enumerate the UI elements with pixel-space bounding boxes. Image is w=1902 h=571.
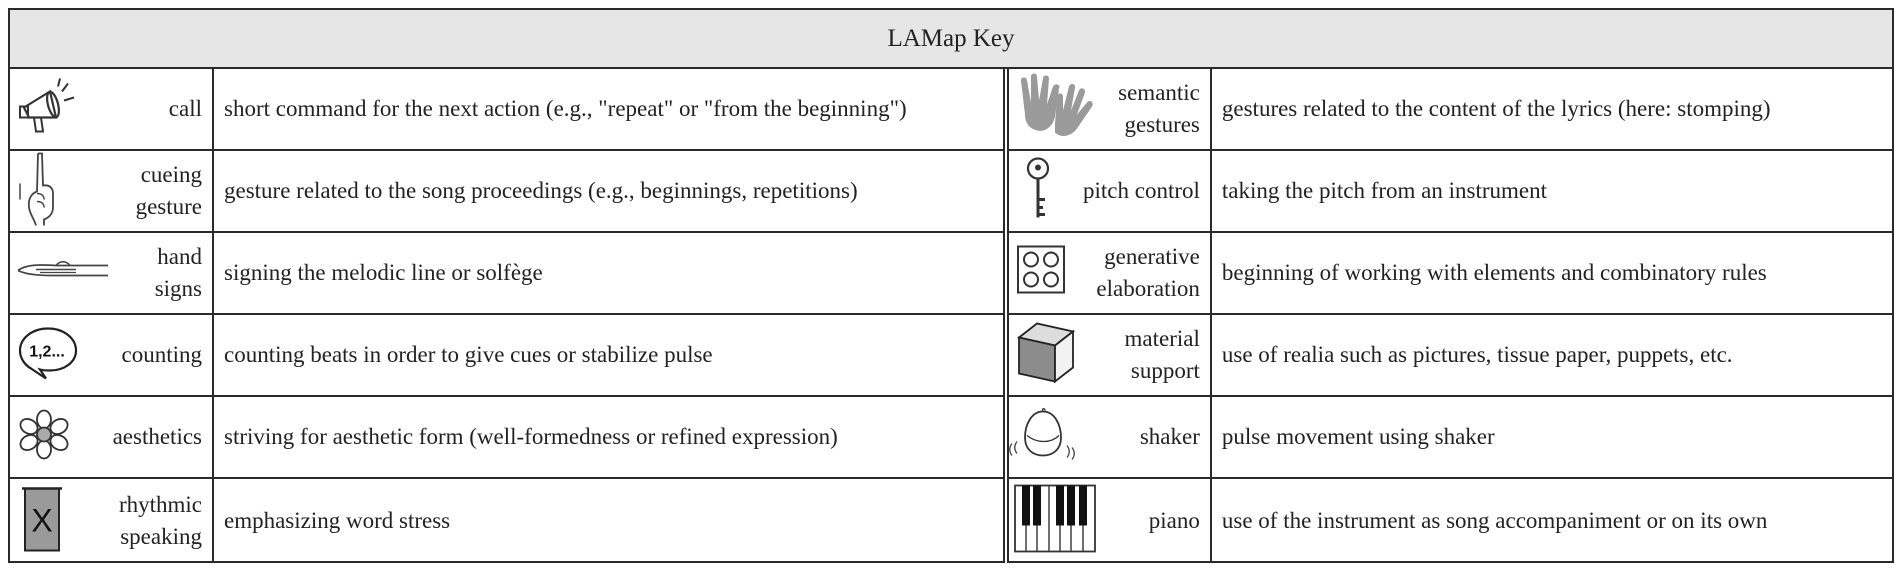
key-label: call [168,96,202,121]
raised-finger-icon [16,152,66,231]
four-circles-icon [1015,244,1069,303]
flat-hand-icon [16,251,116,296]
key-description: pulse movement using shaker [1221,424,1495,449]
key-description: gestures related to the content of the l… [1221,96,1771,121]
key-description: use of realia such as pictures, tissue p… [1221,342,1733,367]
speech-bubble-text: 1,2... [29,344,65,361]
flower-icon [16,407,72,468]
key-description: counting beats in order to give cues or … [224,342,713,367]
key-row-piano: piano use of the instrument as song acco… [1009,479,1892,563]
key-description: short command for the next action (e.g.,… [224,96,907,121]
key-cell: 1,2... counting [10,315,214,395]
key-label: aesthetics [112,424,202,449]
key-label: counting [121,342,203,367]
speech-bubble-icon: 1,2... [16,325,80,386]
key-description: taking the pitch from an instrument [1221,178,1548,203]
x-box-icon: X [16,483,66,560]
key-label: shaker [1139,424,1200,449]
key-row-aesthetics: aesthetics striving for aesthetic form (… [10,397,1003,479]
key-description: striving for aesthetic form (well-formed… [224,424,838,449]
key-cell: pitch control [1009,151,1212,231]
key-cell: aesthetics [10,397,214,477]
table-body: call short command for the next action (… [10,69,1893,563]
key-cell: call [10,69,214,149]
two-hands-icon [1015,71,1095,148]
key-description: signing the melodic line or solfège [224,260,543,285]
piano-keys-icon [1013,484,1097,559]
key-row-counting: 1,2... counting counting beats in order … [10,315,1003,397]
lamap-key-table: LAMap Key [8,8,1894,563]
key-description: beginning of working with elements and c… [1221,260,1767,285]
table-title: LAMap Key [10,10,1892,69]
key-row-pitch-control: pitch control taking the pitch from an i… [1008,151,1893,233]
key-row-shaker: shaker pulse movement using shaker [1008,397,1893,479]
key-label: piano [1148,508,1200,533]
key-cell: piano [1009,479,1212,563]
key-cell: shaker [1008,397,1212,477]
key-description: gesture related to the song proceedings … [224,178,858,203]
key-label: pitch control [1083,178,1200,203]
megaphone-icon [16,74,82,145]
shaker-icon [1008,406,1075,469]
key-description: use of the instrument as song accompanim… [1221,508,1768,533]
key-row-call: call short command for the next action (… [10,69,1003,151]
left-column: call short command for the next action (… [10,69,1003,563]
cube-icon [1015,320,1077,391]
key-icon [1021,156,1055,227]
key-description: emphasizing word stress [224,508,451,533]
x-box-text: X [31,503,52,539]
column-separator [1002,69,1009,563]
